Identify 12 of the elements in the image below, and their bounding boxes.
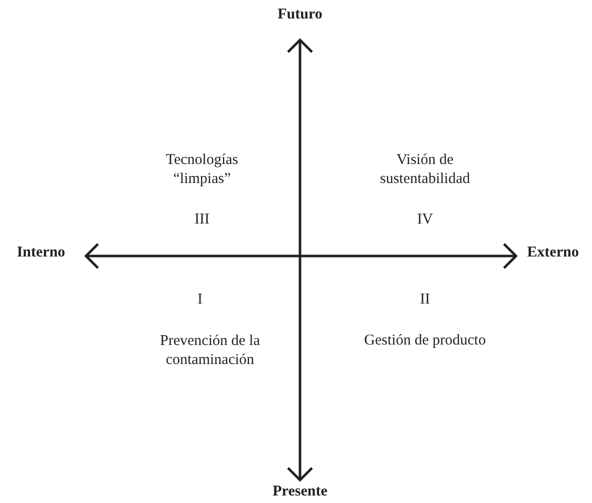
quadrant-number: III <box>194 210 210 230</box>
axis-label: Presente <box>272 482 328 502</box>
quadrant-number: I <box>198 290 202 310</box>
axis-label: Interno <box>16 244 66 262</box>
axis-label: Externo <box>527 244 579 262</box>
quadrant-label: Tecnologías “limpias” <box>164 151 240 189</box>
quadrant-number: IV <box>417 210 433 230</box>
quadrant-label: Prevención de la contaminación <box>159 332 261 370</box>
quadrant-label: Gestión de producto <box>364 332 486 350</box>
quadrant-label: Visión de sustentabilidad <box>379 151 471 189</box>
axis-label: Futuro <box>278 6 322 24</box>
quadrant-number: II <box>420 290 430 310</box>
